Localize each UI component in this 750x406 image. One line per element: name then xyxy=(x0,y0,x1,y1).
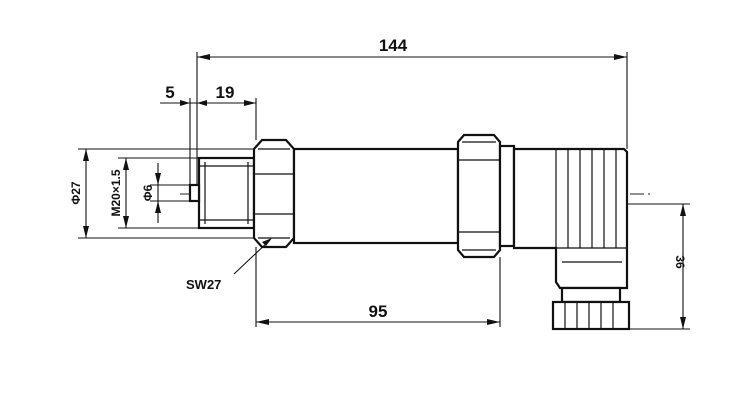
pressure-port-tip xyxy=(188,183,201,203)
hex-nut xyxy=(252,138,296,249)
connector-housing xyxy=(512,147,629,290)
dimension-phi6-label: Φ6 xyxy=(141,184,155,201)
dimension-m20-label: M20×1.5 xyxy=(109,169,123,216)
dimension-phi27-label: Φ27 xyxy=(69,181,83,205)
dimension-outer-diameter: Φ27 xyxy=(69,148,254,239)
thread-fitting xyxy=(197,156,256,230)
main-body xyxy=(292,147,460,245)
dimension-thread-spec: M20×1.5 xyxy=(109,157,199,229)
dimension-5-label: 5 xyxy=(165,83,174,102)
dimension-body-length: 95 xyxy=(255,247,501,327)
dimension-thread: 5 19 xyxy=(160,83,257,185)
dimension-port-diameter: Φ6 xyxy=(141,163,190,223)
hex-size-callout: SW27 xyxy=(186,238,272,292)
dimension-overall-length: 144 xyxy=(196,36,628,185)
dimension-36-label: 36 xyxy=(673,255,687,269)
dimension-connector-height: 36 xyxy=(627,203,690,330)
dimension-19-label: 19 xyxy=(216,83,235,102)
hex-size-label: SW27 xyxy=(186,277,221,292)
dimension-95-label: 95 xyxy=(369,302,388,321)
cable-gland xyxy=(551,286,631,331)
dimension-144-label: 144 xyxy=(379,36,408,55)
coupling-nut xyxy=(456,133,516,259)
